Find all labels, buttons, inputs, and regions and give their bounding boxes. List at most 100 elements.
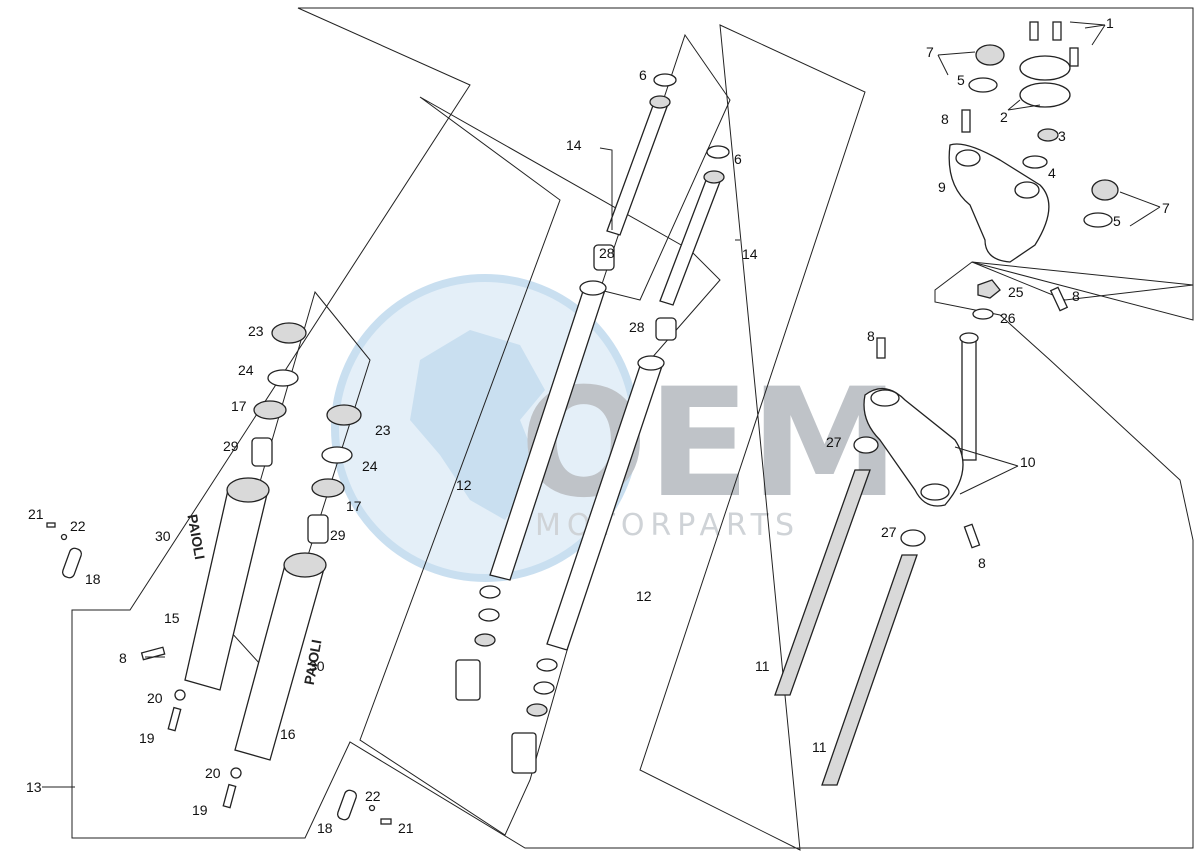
callout-24b: 24: [362, 458, 378, 474]
callout-25: 25: [1008, 284, 1024, 300]
leader-7a: [937, 51, 976, 76]
bushing-28a: [593, 244, 615, 271]
callout-7b: 7: [1162, 200, 1170, 216]
screw-21b: [380, 818, 392, 825]
clip-24a: [267, 369, 299, 387]
washer-27a: [853, 436, 879, 454]
lower-clamp-hole-left: [870, 389, 900, 407]
callout-1: 1: [1106, 15, 1114, 31]
cap-7b: [1091, 179, 1119, 201]
stem-top: [959, 332, 979, 344]
callout-labels: 1 2 3 4 5 5 6 6 7 7 8 8 8 8 8 9 10 11 11…: [26, 15, 1170, 836]
callout-20a: 20: [147, 690, 163, 706]
callout-14a: 14: [566, 137, 582, 153]
steering-stem: [961, 339, 977, 461]
callout-22a: 22: [70, 518, 86, 534]
callout-6b: 6: [734, 151, 742, 167]
washer-26: [972, 308, 994, 320]
leader-14a: [599, 147, 613, 230]
cap-7a: [975, 44, 1005, 66]
bolt-8b: [1049, 286, 1069, 312]
callout-10: 10: [1020, 454, 1036, 470]
callout-8d: 8: [978, 555, 986, 571]
callout-17a: 17: [231, 398, 247, 414]
callout-18a: 18: [85, 571, 101, 587]
callout-24a: 24: [238, 362, 254, 378]
top-clamp-hole-left: [955, 149, 981, 167]
bushing-28b: [655, 317, 677, 341]
callout-9: 9: [938, 179, 946, 195]
ring-b3: [526, 703, 548, 717]
dust-seal-23a: [271, 322, 307, 344]
damper-rod-14a: [606, 99, 669, 236]
ring-a2: [478, 608, 500, 622]
callout-8b: 8: [1072, 288, 1080, 304]
sleeve-a: [455, 659, 481, 701]
clamp-upper: [1019, 55, 1071, 81]
callout-8c: 8: [867, 328, 875, 344]
cap-29b: [307, 514, 329, 544]
lower-clamp-hole-right: [920, 483, 950, 501]
ring-6b: [706, 145, 730, 159]
fork-brand-30a: PAIOLI: [184, 513, 208, 561]
callout-28a: 28: [599, 245, 615, 261]
ring-6a: [653, 73, 677, 87]
callout-19b: 19: [192, 802, 208, 818]
callout-27a: 27: [826, 434, 842, 450]
callout-27b: 27: [881, 524, 897, 540]
washer-22b: [368, 804, 376, 812]
washer-27b: [900, 529, 926, 547]
fork-brand-30b: PAIOLI: [301, 638, 325, 686]
leader-7b: [1119, 191, 1161, 227]
callout-13: 13: [26, 779, 42, 795]
inner-frame-3: [639, 24, 866, 851]
top-clamp-hole-right: [1014, 181, 1040, 199]
inner-frame-1: [359, 96, 721, 836]
callout-3: 3: [1058, 128, 1066, 144]
callout-12b: 12: [636, 588, 652, 604]
ring-b1: [536, 658, 558, 672]
callout-8e: 8: [119, 650, 127, 666]
nut-25: [977, 279, 1001, 299]
top-clamp-assembly: [948, 21, 1119, 320]
seal-5b: [1083, 212, 1113, 228]
watermark-brand: OEM: [520, 357, 899, 531]
washer-20b: [230, 767, 242, 779]
fork-inner-parts: [455, 73, 730, 774]
cap-29a: [251, 437, 273, 467]
clip-24b: [321, 446, 353, 464]
leader-lines: [42, 21, 1161, 788]
bolt-1b: [1052, 21, 1062, 41]
seal-5a: [968, 77, 998, 93]
callout-5b: 5: [1113, 213, 1121, 229]
callout-11a: 11: [755, 658, 770, 674]
sleeve-b: [511, 732, 537, 774]
screw-19a: [167, 706, 182, 732]
callout-28b: 28: [629, 319, 645, 335]
ring-a3: [474, 633, 496, 647]
callout-21a: 21: [28, 506, 44, 522]
oil-seal-17b: [311, 478, 345, 498]
inner-frame-5: [971, 261, 1194, 301]
callout-21b: 21: [398, 820, 414, 836]
damper-rod-14b-head: [703, 170, 725, 184]
callout-20b: 20: [205, 765, 221, 781]
bolt-1c: [1069, 47, 1079, 67]
nut-3: [1037, 128, 1059, 142]
screw-21a: [46, 522, 56, 528]
bolt-1a: [1029, 21, 1039, 41]
bleed-valve-18b: [336, 789, 358, 821]
callout-4: 4: [1048, 165, 1056, 181]
clamp-lower: [1019, 82, 1071, 108]
callout-30b: 30: [309, 658, 325, 674]
callout-30a: 30: [155, 528, 171, 544]
screw-19b: [222, 783, 237, 809]
fork-tube-12a-top: [579, 280, 607, 296]
callout-16: 16: [280, 726, 296, 742]
watermark-continent: [410, 330, 545, 520]
callout-8a: 8: [941, 111, 949, 127]
leader-1: [1069, 21, 1106, 46]
callout-19a: 19: [139, 730, 155, 746]
callout-12a: 12: [456, 477, 472, 493]
callout-6a: 6: [639, 67, 647, 83]
